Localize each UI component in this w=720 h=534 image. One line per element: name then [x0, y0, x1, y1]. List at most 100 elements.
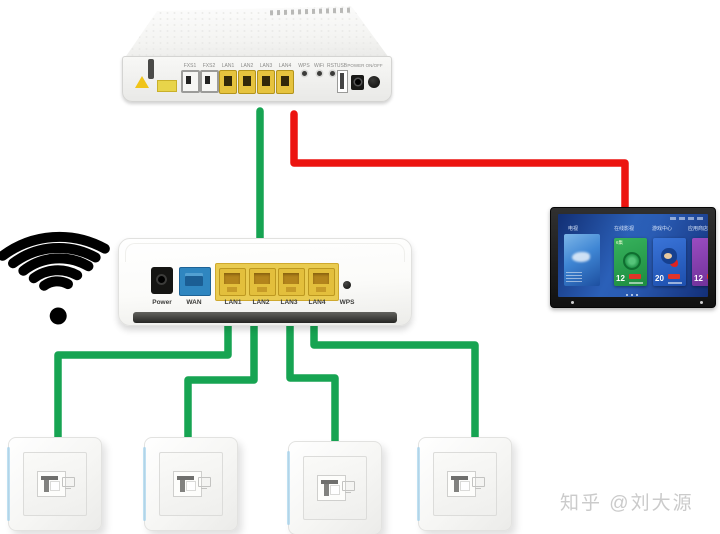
power-jack: [351, 75, 364, 90]
tv-menu-tv: 电视: [568, 226, 579, 232]
button-label: RST: [327, 63, 337, 69]
port-label: LAN2: [240, 63, 254, 69]
port-label: FXS2: [202, 63, 216, 69]
modem-device: FXS1 FXS2 LAN1 LAN2 LAN3 LAN4: [122, 4, 392, 102]
router-lan2-port: [249, 268, 276, 296]
wps-button-label: WPS: [339, 299, 355, 306]
rj45-jack: [317, 475, 346, 501]
rj45-jack: [37, 471, 66, 497]
wifi-signal-icon: [0, 231, 110, 325]
power-port-label: Power: [152, 299, 172, 306]
modem-top-cover: [122, 6, 392, 62]
modem-lan1-port: LAN1: [219, 63, 237, 94]
rj45-jack: [447, 471, 476, 497]
lan2-port-label: LAN2: [252, 299, 270, 306]
tile-badge: [668, 274, 680, 279]
watermark-text: 知乎 @刘大源: [560, 493, 694, 514]
fiber-slot: [148, 59, 154, 79]
port-label: LAN4: [278, 63, 292, 69]
wall-outlet-4: [417, 437, 512, 531]
tv-menu-apps: 应用商店: [688, 226, 708, 232]
ethernet-port: [219, 70, 237, 94]
modem-usb-port: USB: [335, 63, 349, 93]
router-lan3-port: [278, 268, 305, 296]
port-label: FXS1: [183, 63, 197, 69]
wall-outlet-3: [287, 441, 382, 534]
button-label: WPS: [298, 63, 310, 69]
computer-icon: [472, 477, 485, 489]
router-wps-button: [343, 281, 351, 289]
tile-caption: [629, 282, 643, 284]
outlet-faceplate: [433, 452, 497, 516]
router-device: Power WAN LAN1 LAN2 LAN3 LAN4 WPS: [118, 238, 412, 326]
modem-lan3-port: LAN3: [257, 63, 275, 94]
tile-badge: [707, 274, 708, 279]
tile-logo: [623, 252, 641, 270]
cable-lan2-to-outlet2: [184, 304, 258, 450]
ethernet-port: [238, 70, 256, 94]
tv-statusbar: [670, 217, 704, 220]
modem-fxs2-port: FXS2: [200, 63, 219, 93]
router-ridge: [125, 243, 405, 262]
usb-port: [336, 70, 348, 93]
router-power-jack: [151, 267, 173, 294]
router-base: [133, 312, 397, 323]
port-label: LAN1: [221, 63, 235, 69]
cable-lan3-to-outlet3: [286, 304, 339, 454]
button-label: WiFi: [314, 63, 324, 69]
router-body: Power WAN LAN1 LAN2 LAN3 LAN4 WPS: [118, 238, 412, 326]
modem-rear-panel: FXS1 FXS2 LAN1 LAN2 LAN3 LAN4: [122, 56, 392, 102]
power-label: POWER ON/OFF: [347, 63, 383, 68]
ethernet-port: [276, 70, 294, 94]
lan3-port-label: LAN3: [280, 299, 298, 306]
tv-tile-series: 6集 12: [614, 238, 647, 286]
warning-triangle-icon: [135, 76, 149, 88]
lan4-port-label: LAN4: [308, 299, 326, 306]
port-label: USB: [336, 63, 348, 69]
tile-caption: [668, 282, 682, 284]
tv-screen: 电视 在线影视 游戏中心 应用商店 6集 12 20 12: [558, 214, 708, 297]
router-lan4-port: [308, 268, 335, 296]
tv-tile-movie: [564, 234, 600, 286]
tv-tile-app: 12: [692, 238, 708, 286]
reset-button: [329, 71, 335, 76]
modem-wifi-button: WiFi: [312, 63, 326, 76]
modem-lan2-port: LAN2: [238, 63, 256, 94]
cable-modem-to-tv: [290, 110, 629, 219]
wan-port-label: WAN: [186, 299, 202, 306]
computer-icon: [342, 481, 355, 493]
tile-count: 12: [694, 274, 703, 283]
ethernet-port: [257, 70, 275, 94]
tile-tag: 6集: [616, 240, 624, 245]
tile-count: 12: [616, 274, 625, 283]
modem-reset-button: RST: [325, 63, 339, 76]
wps-button: [301, 71, 307, 76]
rj45-jack: [173, 471, 202, 497]
cable-lan1-to-outlet1: [54, 304, 232, 450]
wall-outlet-2: [143, 437, 238, 531]
phone-port: [181, 70, 200, 93]
tile-count: 20: [655, 274, 664, 283]
wifi-button: [316, 71, 322, 76]
tv-page-dots: [626, 294, 640, 296]
tv-menu-video: 在线影视: [614, 226, 635, 232]
outlet-faceplate: [23, 452, 87, 516]
outlet-faceplate: [303, 456, 367, 520]
tv-ir-sensor: [700, 301, 703, 304]
lan1-port-label: LAN1: [224, 299, 242, 306]
yellow-label: [157, 80, 177, 92]
computer-icon: [62, 477, 75, 489]
port-label: LAN3: [259, 63, 273, 69]
modem-wps-button: WPS: [297, 63, 311, 76]
tv-menu-games: 游戏中心: [652, 226, 673, 232]
outlet-faceplate: [159, 452, 223, 516]
tv-power-led: [571, 301, 574, 304]
smart-tv: 电视 在线影视 游戏中心 应用商店 6集 12 20 12: [550, 207, 716, 308]
tile-badge: [629, 274, 641, 279]
sonic-art: [661, 248, 677, 264]
modem-lan4-port: LAN4: [276, 63, 294, 94]
wall-outlet-1: [7, 437, 102, 531]
router-lan-block: [215, 263, 339, 301]
